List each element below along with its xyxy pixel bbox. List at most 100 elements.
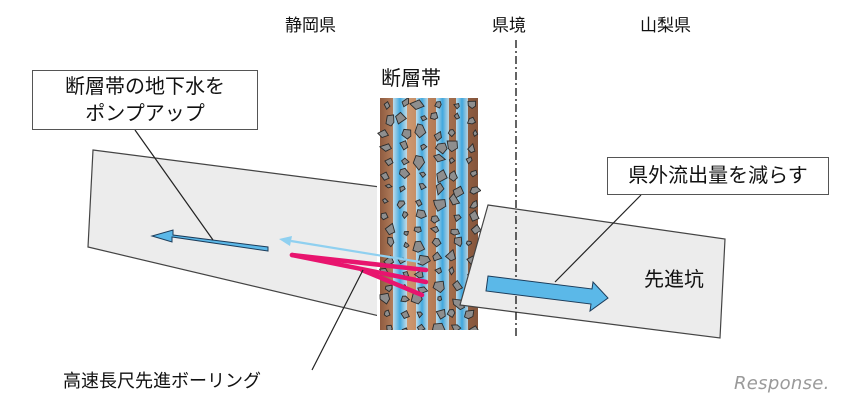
- rock-fragment: [409, 99, 425, 111]
- rock-fragment: [467, 142, 476, 154]
- rock-fragment: [380, 212, 389, 221]
- fault-zone-label: 断層帯: [381, 66, 441, 90]
- rock-fragment: [385, 114, 395, 127]
- rock-fragment: [386, 324, 393, 330]
- rock-fragment: [463, 309, 475, 320]
- fault-zone: [377, 98, 481, 330]
- rock-fragment: [432, 280, 445, 294]
- rock-fragment: [420, 143, 428, 151]
- rock-fragment: [415, 209, 427, 219]
- rock-fragment: [453, 112, 461, 120]
- rock-fragment: [416, 323, 426, 330]
- right-tunnel: [459, 204, 726, 339]
- rock-fragment: [395, 111, 408, 125]
- response-logo: Response.: [734, 373, 830, 394]
- leader-lines: [134, 129, 642, 371]
- rock-fragment: [414, 123, 427, 139]
- rock-fragment: [446, 309, 456, 319]
- rock-fragment: [432, 251, 443, 262]
- drain-arrowhead: [279, 236, 292, 246]
- rock-fragment: [453, 102, 460, 110]
- pump-water-arrow: [150, 229, 269, 252]
- rock-fragment: [466, 116, 477, 125]
- rock-fragment: [436, 169, 448, 184]
- rock-fragment: [387, 236, 395, 248]
- region-yamanashi: 山梨県: [640, 16, 691, 36]
- rock-fragment: [452, 279, 464, 292]
- rock-fragment: [469, 209, 480, 222]
- rock-fragment: [448, 266, 455, 276]
- rock-fragment: [384, 157, 394, 167]
- region-shizuoka: 静岡県: [285, 16, 336, 36]
- rock-fragment: [431, 322, 446, 330]
- rock-fragment: [401, 327, 408, 330]
- rock-fragment: [413, 226, 422, 233]
- rock-fragment: [418, 171, 427, 178]
- reduce-outflow-callout: 県外流出量を減らす: [607, 157, 829, 195]
- rock-fragment: [396, 200, 406, 210]
- rock-fragment: [469, 186, 481, 195]
- rock-fragment: [472, 129, 479, 137]
- rock-fragment: [379, 292, 391, 305]
- rock-fragment: [470, 223, 481, 235]
- rock-fragment: [384, 222, 396, 236]
- rock-fragment: [401, 98, 409, 108]
- rock-fragment: [384, 183, 393, 189]
- rock-fragment: [401, 211, 409, 220]
- rock-fragment: [403, 241, 410, 249]
- rock-fragment: [400, 295, 411, 303]
- rock-fragment: [416, 311, 424, 319]
- rock-fragment: [450, 324, 462, 330]
- pump-callout: 断層帯の地下水を ポンプアップ: [32, 70, 258, 130]
- rock-fragment: [453, 236, 463, 248]
- rock-fragment: [418, 183, 427, 191]
- rock-fragment: [469, 169, 478, 178]
- drain-line: [290, 239, 421, 264]
- rock-fragment: [448, 170, 458, 182]
- rock-fragment: [403, 231, 409, 236]
- rock-fragment: [377, 129, 390, 139]
- rock-fragment: [414, 199, 423, 208]
- rock-fragment: [452, 185, 465, 199]
- rock-fragment: [379, 171, 390, 181]
- pilot-tunnel-label: 先進坑: [644, 267, 704, 291]
- rock-fragment: [453, 214, 462, 223]
- rock-fragment: [437, 295, 443, 302]
- rock-fragment: [465, 156, 473, 165]
- rock-fragment: [447, 129, 456, 138]
- rock-fragment: [469, 325, 479, 330]
- rock-fragment: [435, 182, 445, 196]
- rock-fragment: [429, 111, 439, 120]
- boring-label: 高速長尺先進ボーリング: [63, 371, 261, 392]
- rock-fragment: [413, 269, 424, 279]
- rock-fragment: [383, 309, 391, 318]
- rock-fragment: [401, 128, 412, 140]
- rock-fragment: [434, 142, 448, 155]
- rock-fragment: [446, 140, 458, 153]
- rock-fragment: [467, 100, 477, 110]
- rock-fragment: [412, 154, 426, 171]
- rock-fragment: [448, 157, 456, 165]
- rock-fragment: [450, 228, 461, 236]
- rock-fragment: [400, 309, 410, 319]
- pump-callout-line1: 断層帯の地下水を: [65, 74, 225, 98]
- rock-fragment: [465, 240, 473, 247]
- rock-fragment: [469, 199, 478, 209]
- pilot-tunnel-water-arrow: [485, 275, 609, 313]
- rock-fragment: [448, 192, 461, 206]
- rock-fragment: [399, 185, 406, 193]
- rock-fragment: [384, 284, 393, 293]
- rock-fragment: [381, 197, 389, 204]
- rock-fragment: [433, 199, 447, 212]
- rock-fragment: [432, 153, 447, 163]
- rock-fragment: [429, 225, 440, 234]
- region-border: 県境: [492, 16, 526, 36]
- rock-fragment: [430, 215, 440, 224]
- rock-fragment: [444, 248, 457, 262]
- rock-fragment: [431, 237, 442, 248]
- rock-fragment: [399, 140, 409, 151]
- rock-fragment: [435, 308, 446, 320]
- rock-fragment: [401, 157, 410, 166]
- left-tunnel: [87, 149, 389, 319]
